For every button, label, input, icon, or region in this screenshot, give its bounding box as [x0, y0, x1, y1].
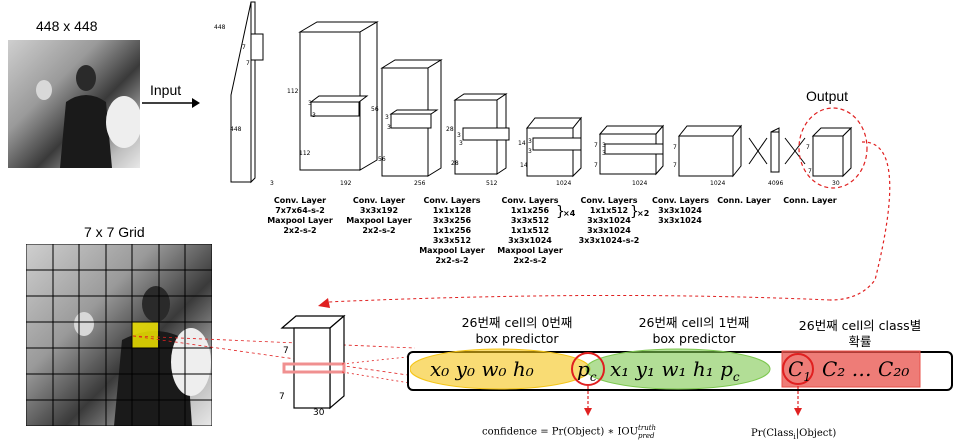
dim-label: 7 — [246, 60, 250, 67]
zoom-dim: 7 — [279, 392, 285, 402]
dim-label: 192 — [340, 180, 352, 187]
block4 — [525, 117, 583, 129]
dim-label: 3 — [459, 140, 463, 147]
c1-highlight-circle — [782, 353, 814, 385]
grid-overlay — [25, 243, 213, 427]
dim-label: 112 — [299, 150, 311, 157]
repeat-x4: ×4 — [563, 209, 576, 218]
dim-label: 28 — [451, 160, 459, 167]
dim-label: 7 — [808, 168, 812, 175]
dim-label: 56 — [378, 156, 386, 163]
box0-pc: pc — [577, 357, 597, 384]
input-slab — [230, 1, 252, 183]
output-link-curve — [829, 141, 891, 301]
output-to-cube-link — [318, 294, 831, 308]
class-c1: C1 — [788, 357, 811, 384]
zoom-dim: 7 — [283, 346, 289, 356]
dim-label: 112 — [287, 88, 299, 95]
dim-label: 512 — [486, 180, 498, 187]
grid-link — [132, 335, 416, 377]
input-kernel — [250, 33, 264, 61]
box1-ellipse — [585, 348, 771, 390]
class-prob-formula: Pr(Classi|Object) — [751, 428, 837, 441]
dim-label: 4096 — [768, 180, 784, 187]
input-size-label: 448 x 448 — [36, 18, 98, 34]
repeat-brace-2: } — [630, 204, 639, 220]
dim-label: 3 — [308, 100, 312, 107]
dim-label: 14 — [518, 140, 526, 147]
input-arrow — [142, 98, 200, 108]
vector-regions — [410, 348, 921, 390]
output-dashed-ellipse — [798, 107, 868, 189]
block6 — [677, 125, 743, 137]
yolo-network-diagram — [230, 1, 853, 184]
person-figure — [36, 65, 142, 168]
layer-desc-8: Conn. Layer — [783, 196, 837, 205]
dim-label: 3 — [528, 148, 532, 155]
grid-photo — [25, 243, 213, 427]
zoom-dim: 30 — [313, 408, 325, 418]
dim-label: 3 — [602, 150, 606, 157]
dim-label: 7 — [806, 144, 810, 151]
box1-terms: x₁ y₁ w₁ h₁ pc — [610, 357, 740, 384]
input-photo — [8, 40, 142, 168]
output-highlight — [798, 107, 891, 301]
dim-label: 3 — [528, 138, 532, 145]
dim-label: 1024 — [556, 180, 572, 187]
input-arrow-label: Input — [150, 82, 182, 98]
dim-label: 7 — [594, 142, 598, 149]
dim-label: 30 — [832, 180, 840, 187]
formula-arrows — [584, 386, 802, 416]
dim-label: 448 — [230, 126, 242, 133]
dim-label: 7 — [673, 162, 677, 169]
dim-label: 14 — [520, 162, 528, 169]
dim-label: 3 — [312, 112, 316, 119]
class-rest: C₂ … C₂₀ — [822, 357, 910, 381]
dim-label: 1024 — [710, 180, 726, 187]
dim-label: 256 — [414, 180, 426, 187]
layer-desc-7: Conn. Layer — [717, 196, 771, 205]
dim-label: 448 — [214, 24, 226, 31]
dim-label: 3 — [270, 180, 274, 187]
repeat-brace-4: } — [556, 204, 565, 220]
dim-label: 7 — [594, 162, 598, 169]
highlight-cell — [132, 322, 158, 348]
dim-label: 3 — [385, 114, 389, 121]
dim-label: 7 — [242, 44, 246, 51]
block5 — [598, 125, 665, 135]
dim-label: 28 — [446, 126, 454, 133]
dim-label: 1024 — [632, 180, 648, 187]
pc-highlight-circle — [571, 352, 605, 386]
zoom-cube — [280, 314, 346, 410]
box0-terms: x₀ y₀ w₀ h₀ — [430, 357, 534, 381]
dim-label: 7 — [673, 144, 677, 151]
repeat-x2: ×2 — [637, 209, 650, 218]
dim-label: 3 — [602, 142, 606, 149]
output-label: Output — [806, 88, 849, 104]
fc-connections — [748, 137, 806, 165]
grid-title: 7 x 7 Grid — [84, 224, 145, 240]
zoom-cell-vector — [282, 362, 346, 374]
dim-label: 3 — [387, 124, 391, 131]
dim-label: 3 — [457, 132, 461, 139]
dim-label: 56 — [371, 106, 379, 113]
